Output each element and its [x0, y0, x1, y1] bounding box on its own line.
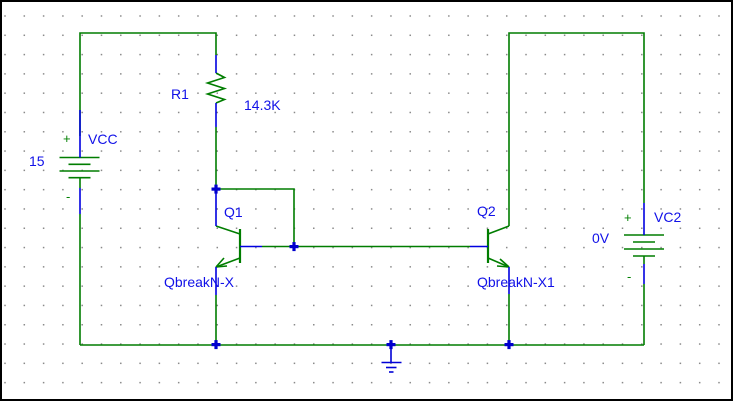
label-r1-ref[interactable]: R1	[171, 86, 189, 102]
transistor-q1-collector-stroke[interactable]	[215, 225, 241, 235]
label-layer: VCC 15 R1 14.3K Q1 QbreakN-X Q2 QbreakN-…	[29, 86, 681, 290]
junction-dot[interactable]	[386, 340, 396, 350]
wire-q2-collector-to-vc2[interactable]	[508, 32, 645, 226]
label-q2-ref[interactable]: Q2	[477, 203, 496, 219]
label-r1-value[interactable]: 14.3K	[244, 97, 281, 113]
junction-dot[interactable]	[289, 242, 299, 252]
transistor-q2-collector-stroke[interactable]	[487, 225, 510, 235]
label-vc2-value[interactable]: 0V	[592, 230, 610, 246]
vcc-plus-sign: +	[63, 131, 71, 146]
junction-layer	[211, 184, 514, 350]
label-vcc-ref[interactable]: VCC	[88, 131, 118, 147]
resistor-r1-body[interactable]	[204, 72, 228, 104]
wire-vcc-to-r1-top[interactable]	[79, 32, 217, 136]
vc2-minus-sign: -	[627, 269, 631, 284]
transistor-q2-arrow-barb	[499, 258, 510, 268]
wire-q1-collector-base-tie[interactable]	[216, 188, 295, 247]
label-vc2-ref[interactable]: VC2	[654, 209, 681, 225]
vcc-minus-sign: -	[66, 189, 70, 204]
label-q1-ref[interactable]: Q1	[224, 204, 243, 220]
label-q2-model[interactable]: QbreakN-X1	[477, 274, 555, 290]
transistor-q2-arrow-barb	[496, 265, 510, 268]
wire-layer	[59, 32, 664, 346]
transistor-q1-arrow-barb	[215, 257, 225, 268]
polarity-layer: + - + -	[63, 131, 632, 284]
vc2-plus-sign: +	[624, 210, 632, 225]
junction-dot[interactable]	[211, 340, 221, 350]
transistor-q2-emitter-stroke[interactable]	[487, 257, 510, 268]
transistor-q1-emitter-stroke[interactable]	[215, 257, 241, 268]
label-vcc-value[interactable]: 15	[29, 153, 45, 169]
junction-dot[interactable]	[211, 184, 221, 194]
transistor-q1-arrow-barb	[215, 265, 228, 268]
pin-layer	[79, 55, 645, 295]
label-q1-model[interactable]: QbreakN-X	[164, 274, 235, 290]
junction-dot[interactable]	[504, 340, 514, 350]
